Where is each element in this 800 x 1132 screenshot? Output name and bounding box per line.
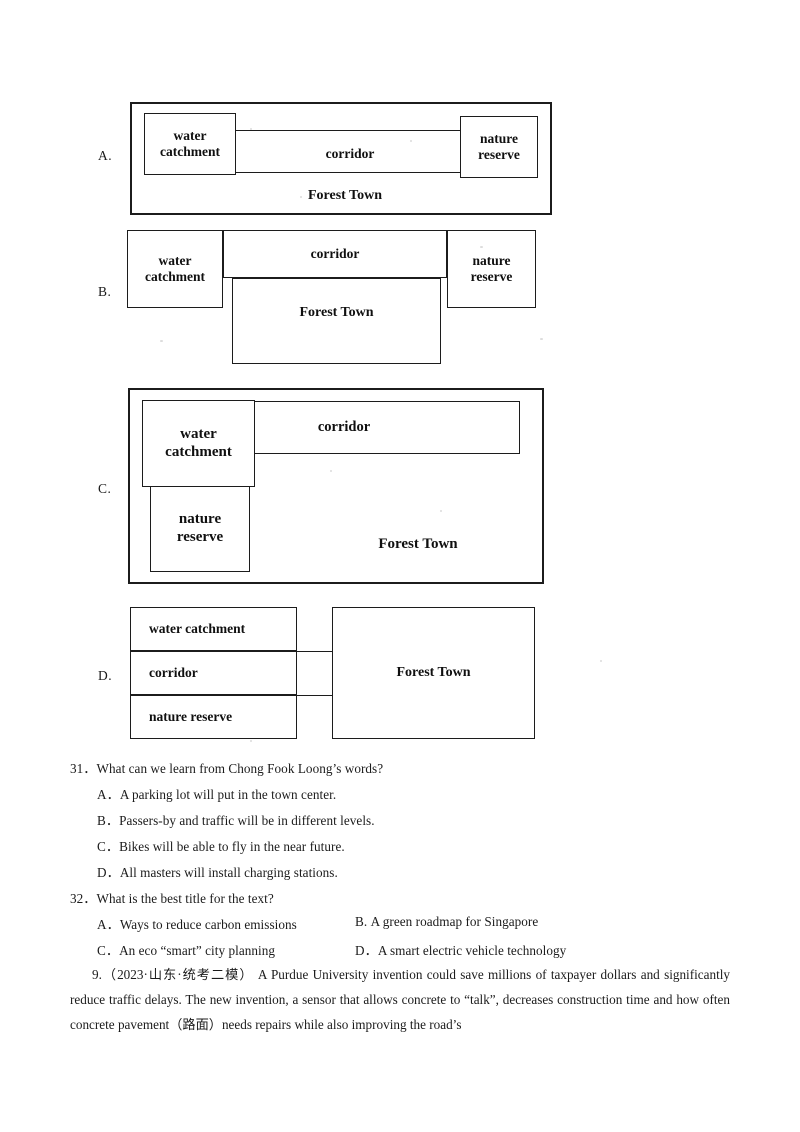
option-a-letter: A. xyxy=(98,148,113,163)
option-c-row: C. corridor water catchment nature reser… xyxy=(0,388,800,584)
scan-speckle xyxy=(250,740,252,742)
option-d-row: D. water catchment corridor nature reser… xyxy=(0,602,800,739)
nature-reserve-box: nature reserve xyxy=(150,486,250,572)
option-text: All masters will install charging statio… xyxy=(119,865,338,880)
question-32-text: What is the best title for the text? xyxy=(96,891,274,906)
option-text: A green roadmap for Singapore xyxy=(370,914,539,929)
option-text: A parking lot will put in the town cente… xyxy=(119,787,337,802)
question-31-option-d[interactable]: D．All masters will install charging stat… xyxy=(97,862,338,881)
option-a-diagram: corridor water catchment nature reserve … xyxy=(130,102,552,215)
option-label: B. xyxy=(355,914,368,929)
corridor-label: corridor xyxy=(317,418,371,435)
water-catchment-label: water catchment xyxy=(145,253,205,284)
forest-town-box: Forest Town xyxy=(232,278,441,364)
forest-town-label: Forest Town xyxy=(307,188,383,203)
question-31-text: What can we learn from Chong Fook Loong’… xyxy=(96,761,384,776)
water-catchment-label: water catchment xyxy=(165,425,232,460)
option-text: Bikes will be able to fly in the near fu… xyxy=(119,839,345,854)
corridor-box: corridor xyxy=(130,651,297,695)
nature-reserve-box: nature reserve xyxy=(130,695,297,739)
question-32-stem: 32．What is the best title for the text? xyxy=(70,888,274,907)
question-32-option-c[interactable]: C．An eco “smart” city planning xyxy=(97,940,275,959)
corridor-connector-top xyxy=(296,651,333,652)
option-b-letter: B. xyxy=(98,284,112,299)
corridor-label: corridor xyxy=(310,246,360,262)
corridor-connector-bottom xyxy=(296,695,333,696)
option-d-letter: D. xyxy=(98,668,113,683)
option-c-diagram: corridor water catchment nature reserve … xyxy=(128,388,544,584)
option-text: An eco “smart” city planning xyxy=(119,943,276,958)
option-d-diagram: water catchment corridor nature reserve … xyxy=(130,602,550,739)
option-label: C． xyxy=(97,943,120,958)
option-b-diagram: water catchment corridor nature reserve … xyxy=(127,228,547,373)
corridor-label: corridor xyxy=(325,146,375,161)
nature-reserve-label: nature reserve xyxy=(176,511,224,545)
passage-source: （2023·山东·统考二模） xyxy=(101,967,254,982)
question-32-option-a[interactable]: A．Ways to reduce carbon emissions xyxy=(97,914,297,933)
option-label: C． xyxy=(97,839,120,854)
option-b-row: B. water catchment corridor nature reser… xyxy=(0,228,800,373)
forest-town-label: Forest Town xyxy=(299,305,374,320)
option-text: Ways to reduce carbon emissions xyxy=(119,917,297,932)
forest-town-outer-box xyxy=(128,388,544,584)
option-text: Passers-by and traffic will be in differ… xyxy=(119,813,375,828)
water-catchment-box: water catchment xyxy=(142,400,255,487)
corridor-label: corridor xyxy=(149,665,198,681)
water-catchment-box: water catchment xyxy=(130,607,297,651)
forest-town-box: Forest Town xyxy=(332,607,535,739)
water-catchment-box: water catchment xyxy=(127,230,223,308)
nature-reserve-box: nature reserve xyxy=(460,116,538,178)
option-label: B． xyxy=(97,813,120,828)
option-label: A． xyxy=(97,787,120,802)
question-32-option-d[interactable]: D．A smart electric vehicle technology xyxy=(355,940,566,959)
option-c-letter: C. xyxy=(98,481,112,496)
question-31-option-c[interactable]: C．Bikes will be able to fly in the near … xyxy=(97,836,345,855)
nature-reserve-label: nature reserve xyxy=(149,709,233,725)
forest-town-label: Forest Town xyxy=(396,664,471,680)
corridor-box: corridor xyxy=(223,230,447,278)
corridor-top-rail xyxy=(234,130,462,131)
option-a-row: A. corridor water catchment nature reser… xyxy=(0,100,800,220)
question-32-number: 32． xyxy=(70,891,97,906)
option-label: D． xyxy=(355,943,378,958)
forest-town-outer-box xyxy=(130,102,552,215)
question-31-number: 31． xyxy=(70,761,97,776)
nature-reserve-label: nature reserve xyxy=(478,131,520,162)
nature-reserve-box: nature reserve xyxy=(447,230,536,308)
question-31-stem: 31．What can we learn from Chong Fook Loo… xyxy=(70,758,383,777)
water-catchment-label: water catchment xyxy=(149,621,246,637)
water-catchment-label: water catchment xyxy=(160,128,220,159)
option-text: A smart electric vehicle technology xyxy=(377,943,567,958)
water-catchment-box: water catchment xyxy=(144,113,236,175)
question-32-option-b[interactable]: B. A green roadmap for Singapore xyxy=(355,914,538,930)
option-label: D． xyxy=(97,865,120,880)
passage-body: A Purdue University invention could save… xyxy=(70,967,730,1032)
nature-reserve-label: nature reserve xyxy=(470,253,513,284)
forest-town-label: Forest Town xyxy=(378,536,458,552)
option-label: A． xyxy=(97,917,120,932)
question-31-option-b[interactable]: B．Passers-by and traffic will be in diff… xyxy=(97,810,375,829)
corridor-bottom-rail xyxy=(234,172,462,173)
passage-number: 9. xyxy=(92,967,102,982)
passage-9: 9.（2023·山东·统考二模） A Purdue University inv… xyxy=(70,962,730,1037)
question-31-option-a[interactable]: A．A parking lot will put in the town cen… xyxy=(97,784,336,803)
